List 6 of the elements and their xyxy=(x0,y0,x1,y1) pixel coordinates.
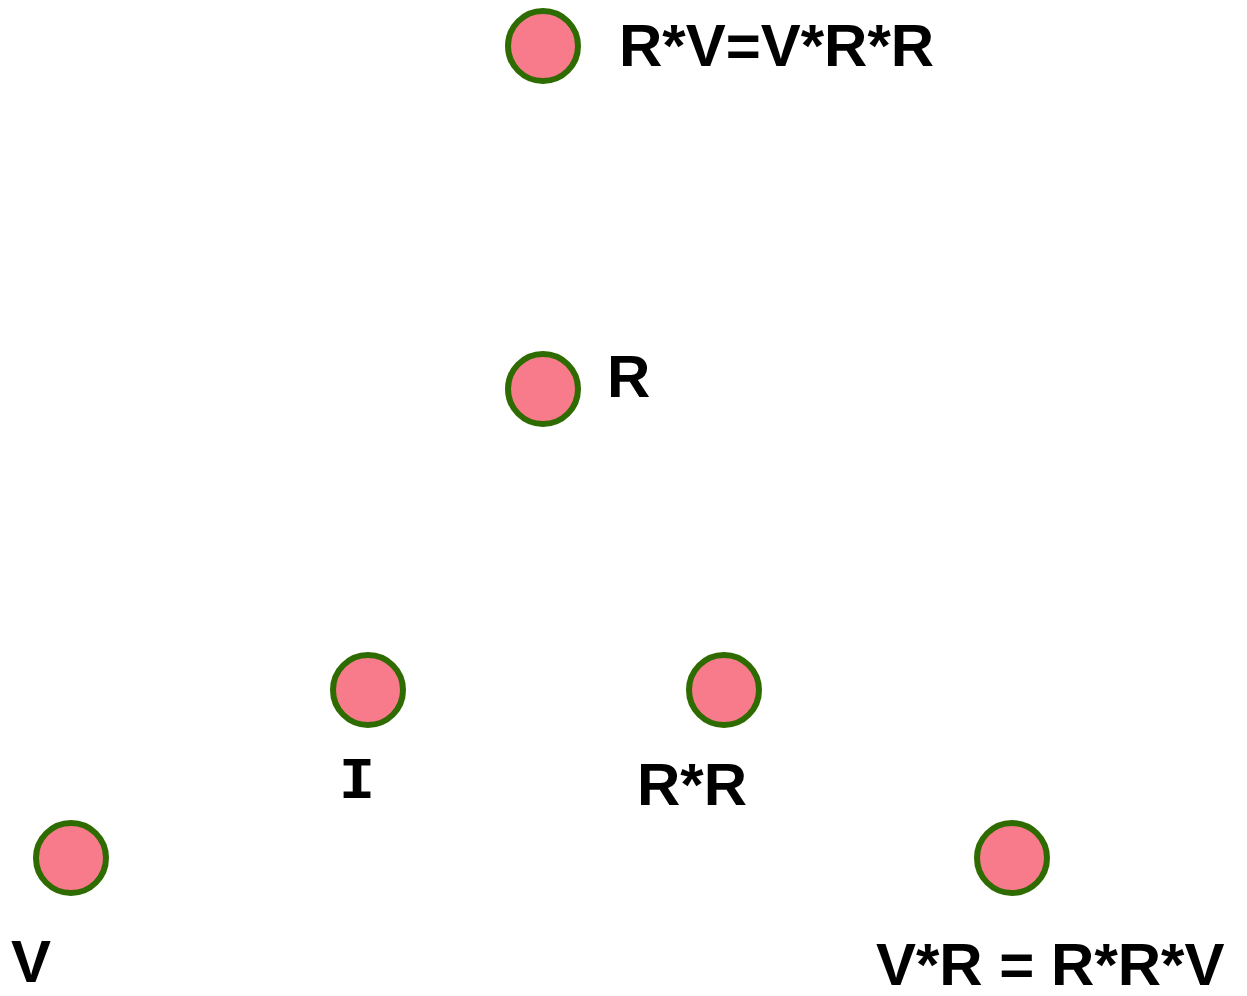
node-label: V*R = R*R*V xyxy=(876,930,1225,996)
node-label: R*R xyxy=(637,750,747,820)
node-label: R xyxy=(607,342,651,412)
node-label: I xyxy=(339,747,375,817)
node-label: V xyxy=(11,927,52,996)
node-label: R*V=V*R*R xyxy=(619,11,935,81)
